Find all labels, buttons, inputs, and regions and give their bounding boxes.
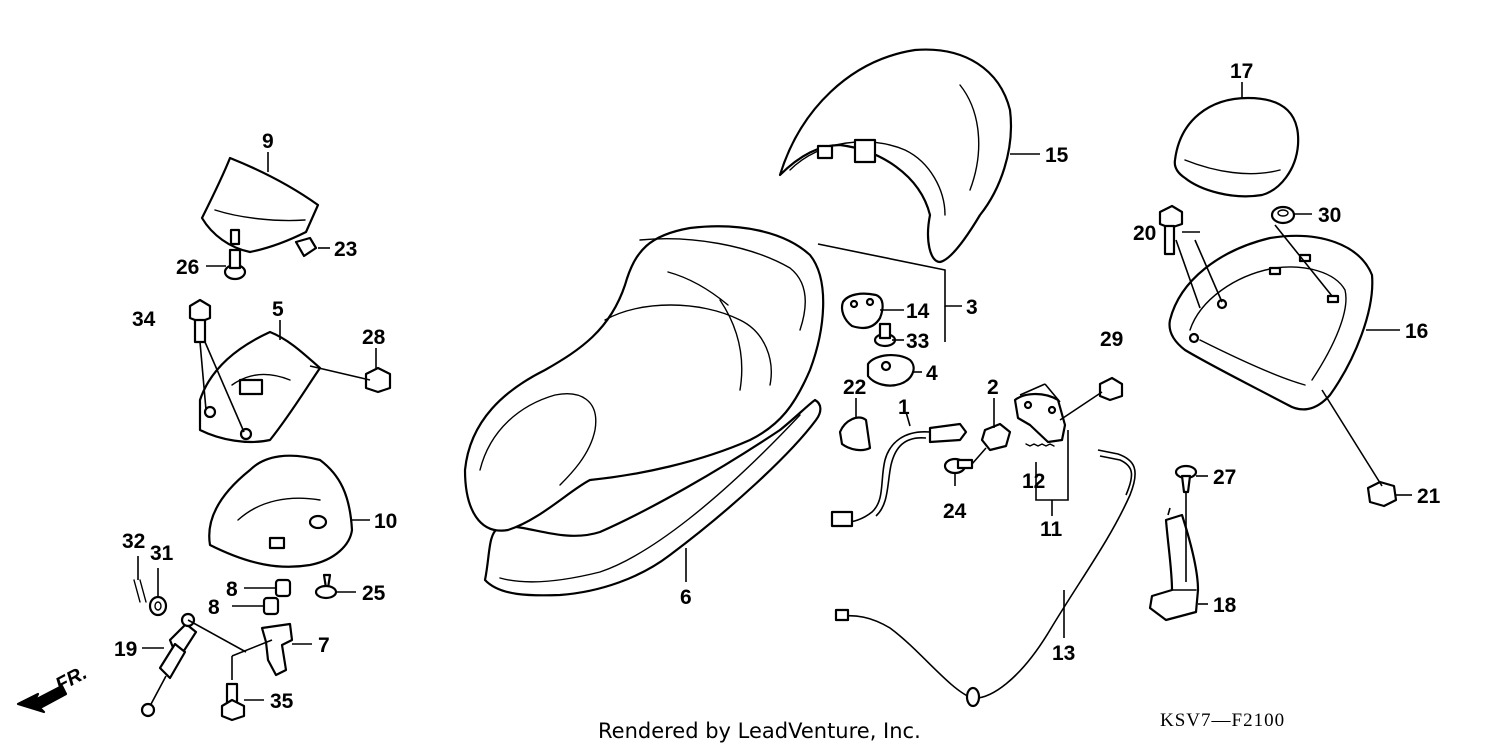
part-screw-26	[223, 228, 247, 281]
label-9: 9	[262, 130, 274, 153]
label-34: 34	[132, 308, 156, 331]
part-grab-rail	[1168, 234, 1374, 411]
part-bolt-35	[220, 682, 246, 722]
label-8a: 8	[226, 578, 238, 601]
part-plate-4	[866, 354, 915, 387]
part-clip-22	[838, 416, 872, 452]
label-29: 29	[1100, 328, 1123, 351]
part-number-labels: 15 17 30 20 16 21 27 18 14 3 33 4 22 1 2…	[114, 60, 1441, 713]
label-12: 12	[1022, 470, 1045, 493]
label-32: 32	[122, 530, 145, 553]
label-2: 2	[987, 376, 999, 399]
label-3: 3	[966, 296, 978, 319]
part-passenger-seat-cover	[778, 48, 1012, 264]
part-trim-panel-9	[200, 156, 320, 254]
label-18: 18	[1213, 594, 1237, 617]
label-5: 5	[272, 298, 284, 321]
part-collar-8a	[274, 578, 292, 598]
label-21: 21	[1417, 485, 1441, 508]
label-27: 27	[1213, 466, 1236, 489]
part-latch-11	[1013, 392, 1067, 444]
part-bolt-20	[1158, 204, 1184, 256]
part-bolt-34	[188, 298, 212, 344]
part-screw-27	[1174, 464, 1198, 494]
label-8b: 8	[208, 596, 220, 619]
part-clip-23	[294, 236, 318, 258]
credit-text: Rendered by LeadVenture, Inc.	[598, 719, 921, 743]
label-22: 22	[843, 376, 866, 399]
leader-lines	[137, 82, 1412, 701]
label-28: 28	[362, 326, 386, 349]
part-washer-31	[148, 595, 168, 617]
label-25: 25	[362, 582, 386, 605]
label-17: 17	[1230, 60, 1253, 83]
label-19: 19	[114, 638, 137, 661]
part-screw-24	[943, 457, 974, 475]
part-seat-base-frame	[483, 398, 822, 597]
part-nut-29	[1098, 376, 1124, 402]
label-13: 13	[1052, 642, 1075, 665]
part-wire-harness	[830, 422, 968, 528]
label-14: 14	[906, 300, 930, 323]
label-24: 24	[943, 500, 967, 523]
part-main-seat	[463, 225, 825, 532]
part-collar-8b	[262, 596, 280, 616]
front-direction-arrow	[16, 684, 68, 714]
label-10: 10	[374, 510, 397, 533]
label-31: 31	[150, 542, 174, 565]
part-screw-25	[314, 573, 338, 600]
label-33: 33	[906, 330, 929, 353]
label-11: 11	[1040, 518, 1063, 541]
part-grommet-30	[1270, 205, 1296, 225]
part-latch-plate-14	[840, 292, 884, 329]
part-damper-19	[140, 612, 198, 718]
label-7: 7	[318, 634, 330, 657]
label-30: 30	[1318, 204, 1341, 227]
label-6: 6	[680, 586, 692, 609]
part-switch-2	[980, 422, 1012, 452]
part-bolt-33	[873, 322, 897, 348]
part-hinge-bracket	[1148, 513, 1200, 622]
label-35: 35	[270, 690, 294, 713]
label-16: 16	[1405, 320, 1428, 343]
label-15: 15	[1045, 144, 1069, 167]
part-nut-28	[364, 366, 392, 394]
label-4: 4	[926, 362, 938, 385]
part-backrest-pad	[1173, 96, 1300, 198]
part-release-cable	[834, 449, 1136, 708]
part-pin-32	[133, 579, 147, 603]
part-storage-tray	[208, 454, 354, 568]
part-stay-bracket-7	[260, 622, 294, 677]
label-1: 1	[898, 396, 910, 419]
part-spring-12	[1025, 443, 1055, 447]
diagram-code: KSV7—F2100	[1160, 710, 1285, 731]
label-23: 23	[334, 238, 357, 261]
label-20: 20	[1133, 222, 1156, 245]
part-bracket-5	[198, 330, 322, 444]
label-26: 26	[176, 256, 199, 279]
